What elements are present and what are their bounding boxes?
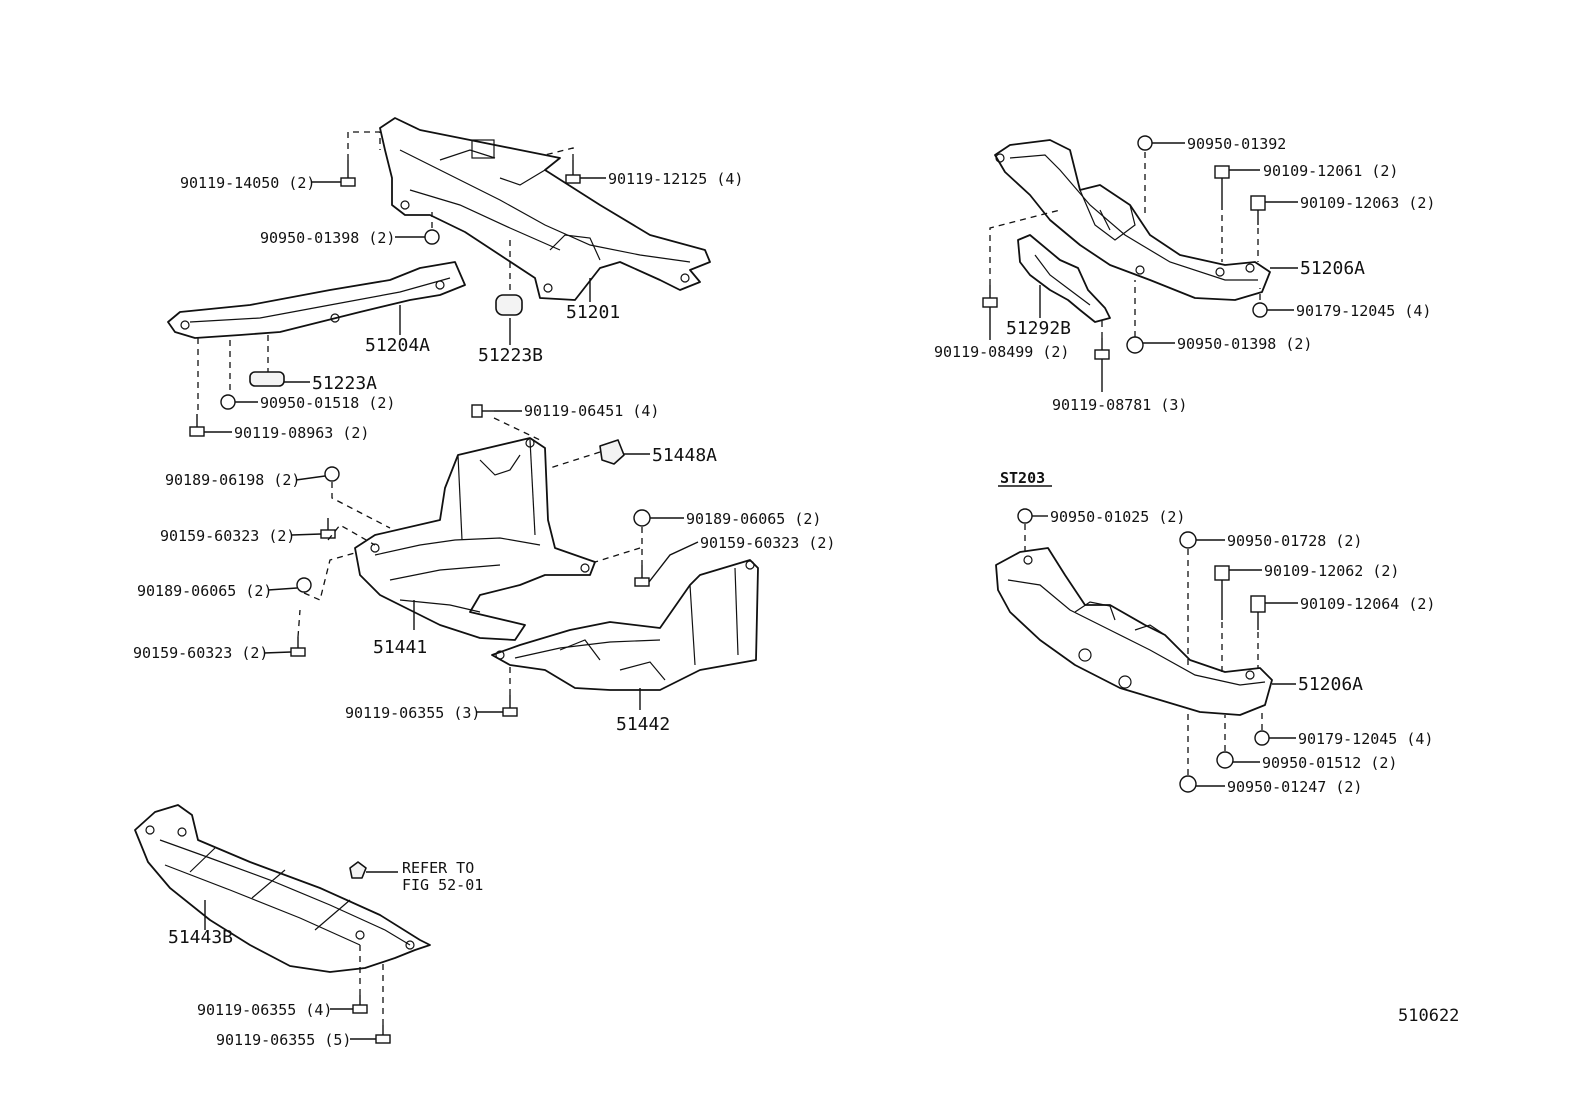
suspension-member-51201 <box>379 117 711 301</box>
label-90950-01518: 90950-01518 (2) <box>260 394 395 412</box>
refer-note-line2: FIG 52-01 <box>402 876 483 894</box>
section-tag-st203: ST203 <box>1000 469 1045 487</box>
label-90950-01392: 90950-01392 <box>1187 135 1286 153</box>
label-90119-06355-a: 90119-06355 (3) <box>345 704 480 722</box>
cross-member-51206A-lower <box>995 547 1273 716</box>
nut-90189-06065-b <box>633 509 651 527</box>
label-90109-12063: 90109-12063 (2) <box>1300 194 1435 212</box>
nut-90950-01728 <box>1179 531 1197 549</box>
label-90179-12045-a: 90179-12045 (4) <box>1296 302 1431 320</box>
label-51292B: 51292B <box>1006 318 1071 339</box>
label-90179-12045-b: 90179-12045 (4) <box>1298 730 1433 748</box>
label-90119-08781: 90119-08781 (3) <box>1052 396 1187 414</box>
label-90950-01398-a: 90950-01398 (2) <box>260 229 395 247</box>
label-90159-60323-b: 90159-60323 (2) <box>133 644 268 662</box>
nut-90950-01025 <box>1017 508 1033 524</box>
label-90109-12064: 90109-12064 (2) <box>1300 595 1435 613</box>
label-90109-12062: 90109-12062 (2) <box>1264 562 1399 580</box>
label-51448A: 51448A <box>652 445 717 466</box>
label-51206A-a: 51206A <box>1300 258 1365 279</box>
label-90950-01512: 90950-01512 (2) <box>1262 754 1397 772</box>
label-90189-06065-b: 90189-06065 (2) <box>686 510 821 528</box>
nut-90189-06198 <box>324 466 340 482</box>
bolt-90119-06355-c <box>375 1025 391 1044</box>
nut-90179-12045-a <box>1252 302 1268 318</box>
nut-90950-01398-a <box>424 229 440 245</box>
label-90119-14050: 90119-14050 (2) <box>180 174 315 192</box>
label-90950-01728: 90950-01728 (2) <box>1227 532 1362 550</box>
bolt-90109-12061 <box>1214 165 1230 210</box>
under-cover-51442 <box>491 559 759 691</box>
nut-90189-06065-a <box>296 577 312 593</box>
label-90950-01398-b: 90950-01398 (2) <box>1177 335 1312 353</box>
under-cover-51443B <box>134 804 431 973</box>
bolt-90119-08499 <box>982 285 998 308</box>
label-51223B: 51223B <box>478 345 543 366</box>
pad-51223A <box>249 371 285 387</box>
label-51223A: 51223A <box>312 373 377 394</box>
bolt-90159-60323-a <box>320 518 336 539</box>
label-51204A: 51204A <box>365 335 430 356</box>
label-90159-60323-c: 90159-60323 (2) <box>700 534 835 552</box>
under-cover-51441 <box>354 437 596 641</box>
cross-member-51206A-upper <box>994 139 1271 301</box>
bolt-90119-06355-a <box>502 695 518 717</box>
figure-code: 510622 <box>1398 1006 1459 1026</box>
label-51206A-b: 51206A <box>1298 674 1363 695</box>
nut-90950-01398-b <box>1126 336 1144 354</box>
label-90950-01247: 90950-01247 (2) <box>1227 778 1362 796</box>
label-51441: 51441 <box>373 637 427 658</box>
bolt-90109-12064 <box>1250 595 1266 630</box>
label-90119-08499: 90119-08499 (2) <box>934 343 1069 361</box>
bolt-90119-14050 <box>340 160 356 187</box>
nut-90179-12045-b <box>1254 730 1270 746</box>
label-90189-06198: 90189-06198 (2) <box>165 471 300 489</box>
label-90950-01025: 90950-01025 (2) <box>1050 508 1185 526</box>
bolt-90119-08963 <box>189 414 205 437</box>
label-90189-06065-a: 90189-06065 (2) <box>137 582 272 600</box>
bolt-90119-12125 <box>565 160 581 184</box>
label-90119-08963: 90119-08963 (2) <box>234 424 369 442</box>
clip-51448A <box>599 439 625 465</box>
nut-90950-01518 <box>220 394 236 410</box>
pad-51223B <box>495 294 523 316</box>
bolt-90109-12062 <box>1214 565 1230 620</box>
bolt-90119-08781 <box>1094 338 1110 360</box>
nut-90950-01392 <box>1137 135 1153 151</box>
sub-member-51204A <box>167 261 466 339</box>
bolt-90159-60323-c <box>634 565 650 587</box>
label-90119-06451: 90119-06451 (4) <box>524 402 659 420</box>
bracket-51292B <box>1017 234 1111 323</box>
label-51443B: 51443B <box>168 927 233 948</box>
label-90119-06355-c: 90119-06355 (5) <box>216 1031 351 1049</box>
label-51442: 51442 <box>616 714 670 735</box>
bolt-90109-12063 <box>1250 195 1266 225</box>
label-90159-60323-a: 90159-60323 (2) <box>160 527 295 545</box>
label-51201: 51201 <box>566 302 620 323</box>
nut-90950-01512 <box>1216 751 1234 769</box>
label-90119-12125: 90119-12125 (4) <box>608 170 743 188</box>
label-90109-12061: 90109-12061 (2) <box>1263 162 1398 180</box>
bolt-90119-06451 <box>471 404 494 418</box>
refer-note-line1: REFER TO <box>402 859 474 877</box>
clip-refer <box>349 861 367 879</box>
bolt-90159-60323-b <box>290 637 306 657</box>
nut-90950-01247 <box>1179 775 1197 793</box>
bolt-90119-06355-b <box>352 995 368 1014</box>
label-90119-06355-b: 90119-06355 (4) <box>197 1001 332 1019</box>
